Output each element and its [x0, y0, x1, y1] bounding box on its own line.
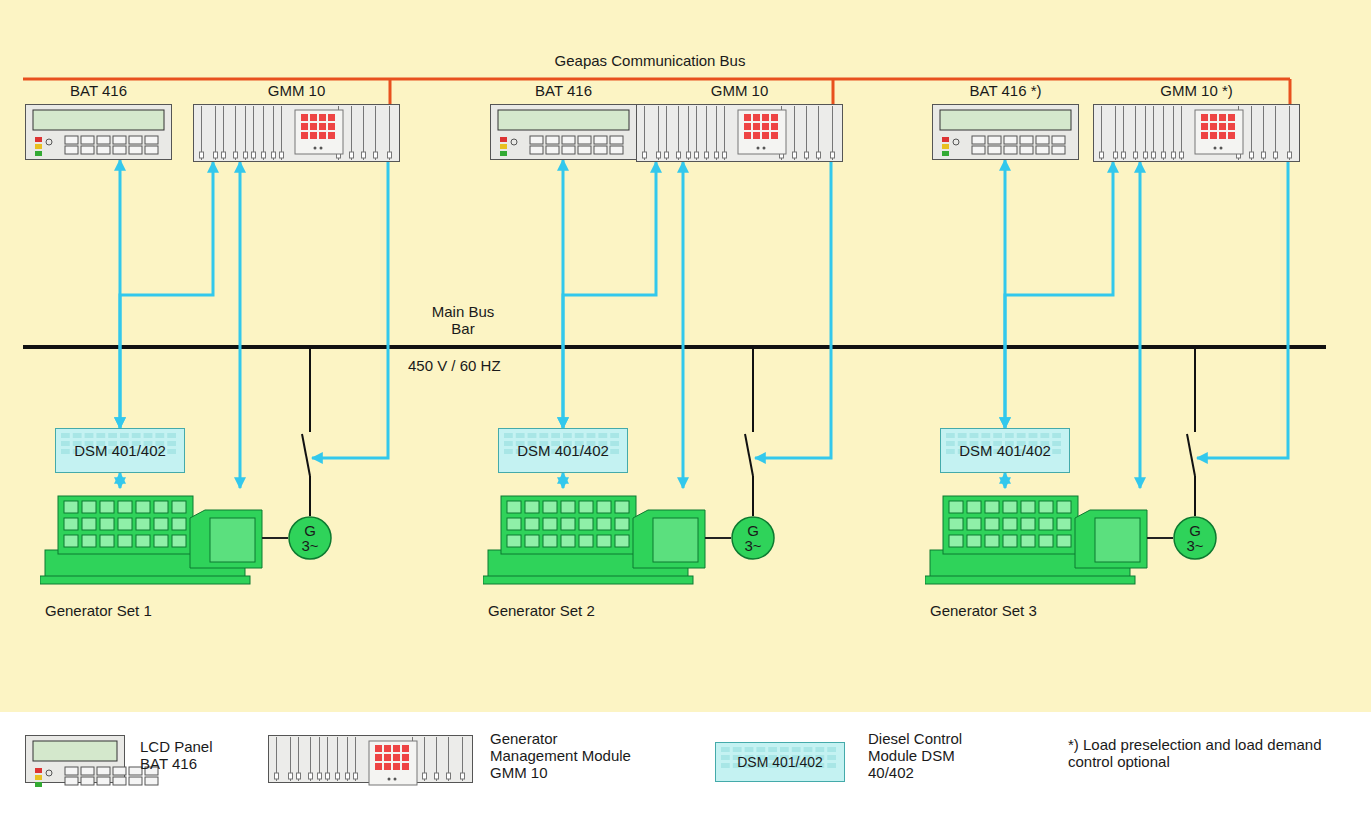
footnote: *) Load preselection and load demand con… [1068, 736, 1358, 770]
legend-lcd-icon [26, 736, 159, 788]
lcd-panel-art [932, 104, 1079, 160]
communication-bus [23, 78, 1290, 81]
main-bus-bar [23, 345, 1326, 349]
bus-label: Geapas Communication Bus [500, 52, 800, 69]
breaker-feed [1194, 347, 1196, 432]
generator-symbol: G [747, 523, 759, 538]
legend-dsm-icon [716, 743, 845, 782]
signal-line [1139, 162, 1142, 488]
legend-text: Diesel Control Module DSM 40/402 [868, 730, 998, 781]
module-rack-art [1093, 104, 1300, 162]
node-label: GMM 10 [636, 82, 843, 102]
node-label: GMM 10 *) [1093, 82, 1300, 102]
signal-line [120, 162, 213, 428]
drive-shaft [275, 537, 288, 539]
node-label: Generator Set 1 [45, 602, 152, 619]
generator-circle: G3~ [288, 516, 332, 560]
diesel-control-module: DSM 401/402 [940, 428, 1070, 473]
generator-feed [1194, 476, 1196, 516]
generator-management-module: GMM 10 [636, 82, 843, 162]
node-label: Generator Set 3 [930, 602, 1037, 619]
legend-text: LCD Panel BAT 416 [140, 738, 240, 772]
signal-line [563, 162, 656, 428]
drive-shaft [1160, 537, 1173, 539]
bus-drop [389, 79, 392, 104]
node-label: DSM 401/402 [517, 442, 609, 459]
breaker-blade [302, 434, 310, 476]
breaker-blade [1187, 434, 1195, 476]
node-label: BAT 416 [490, 82, 637, 102]
breaker-control-line [1197, 162, 1288, 458]
generator-symbol: G [1189, 523, 1201, 538]
signal-line [239, 162, 242, 488]
generator-management-module: GMM 10 [193, 82, 400, 162]
node-label: Generator Set 2 [488, 602, 595, 619]
generator-circle-shape [289, 517, 331, 559]
bus-drop [832, 79, 835, 104]
bus-bar-label: Main Bus Bar [418, 303, 508, 337]
generator-circle: G3~ [1173, 516, 1217, 560]
lcd-panel-art [490, 104, 637, 160]
voltage-label: 450 V / 60 HZ [408, 357, 548, 374]
generator-symbol: 3~ [744, 538, 761, 553]
diesel-engine-art [483, 488, 718, 588]
legend-icon-label: DSM 401/402 [715, 742, 845, 782]
generator-circle-shape [732, 517, 774, 559]
node-label: DSM 401/402 [74, 442, 166, 459]
lcd-panel: BAT 416 *) [932, 82, 1079, 160]
signal-line [682, 162, 685, 488]
generator-set: Generator Set 2 [483, 488, 718, 623]
lcd-panel-art [25, 104, 172, 160]
lcd-panel: BAT 416 [490, 82, 637, 160]
signal-line [119, 473, 122, 488]
diesel-control-module: DSM 401/402 [55, 428, 185, 473]
module-rack-art [636, 104, 843, 162]
lcd-panel: BAT 416 [25, 82, 172, 160]
breaker-control-line [755, 162, 831, 458]
legend-gmm-icon [269, 736, 473, 786]
diesel-engine-art [40, 488, 275, 588]
legend-text: Generator Management Module GMM 10 [490, 730, 640, 781]
generator-symbol: G [304, 523, 316, 538]
generator-symbol: 3~ [301, 538, 318, 553]
node-label: GMM 10 [193, 82, 400, 102]
yellow-ground [0, 0, 1371, 712]
node-label: BAT 416 [25, 82, 172, 102]
node-label: DSM 401/402 [959, 442, 1051, 459]
drive-shaft [718, 537, 731, 539]
generator-feed [752, 476, 754, 516]
signal-line [1004, 473, 1007, 488]
generator-set: Generator Set 3 [925, 488, 1160, 623]
generator-feed [309, 476, 311, 516]
module-rack-art [193, 104, 400, 162]
diesel-control-module: DSM 401/402 [498, 428, 628, 473]
bus-drop [1289, 79, 1292, 104]
breaker-control-line [312, 162, 388, 458]
signal-line [562, 473, 565, 488]
breaker-feed [309, 347, 311, 432]
generator-circle-shape [1174, 517, 1216, 559]
breaker-blade [745, 434, 753, 476]
node-label: BAT 416 *) [932, 82, 1079, 102]
generator-management-module: GMM 10 *) [1093, 82, 1300, 162]
signal-line [1005, 162, 1113, 428]
generator-set: Generator Set 1 [40, 488, 275, 623]
breaker-feed [752, 347, 754, 432]
diesel-engine-art [925, 488, 1160, 588]
generator-symbol: 3~ [1186, 538, 1203, 553]
generator-circle: G3~ [731, 516, 775, 560]
